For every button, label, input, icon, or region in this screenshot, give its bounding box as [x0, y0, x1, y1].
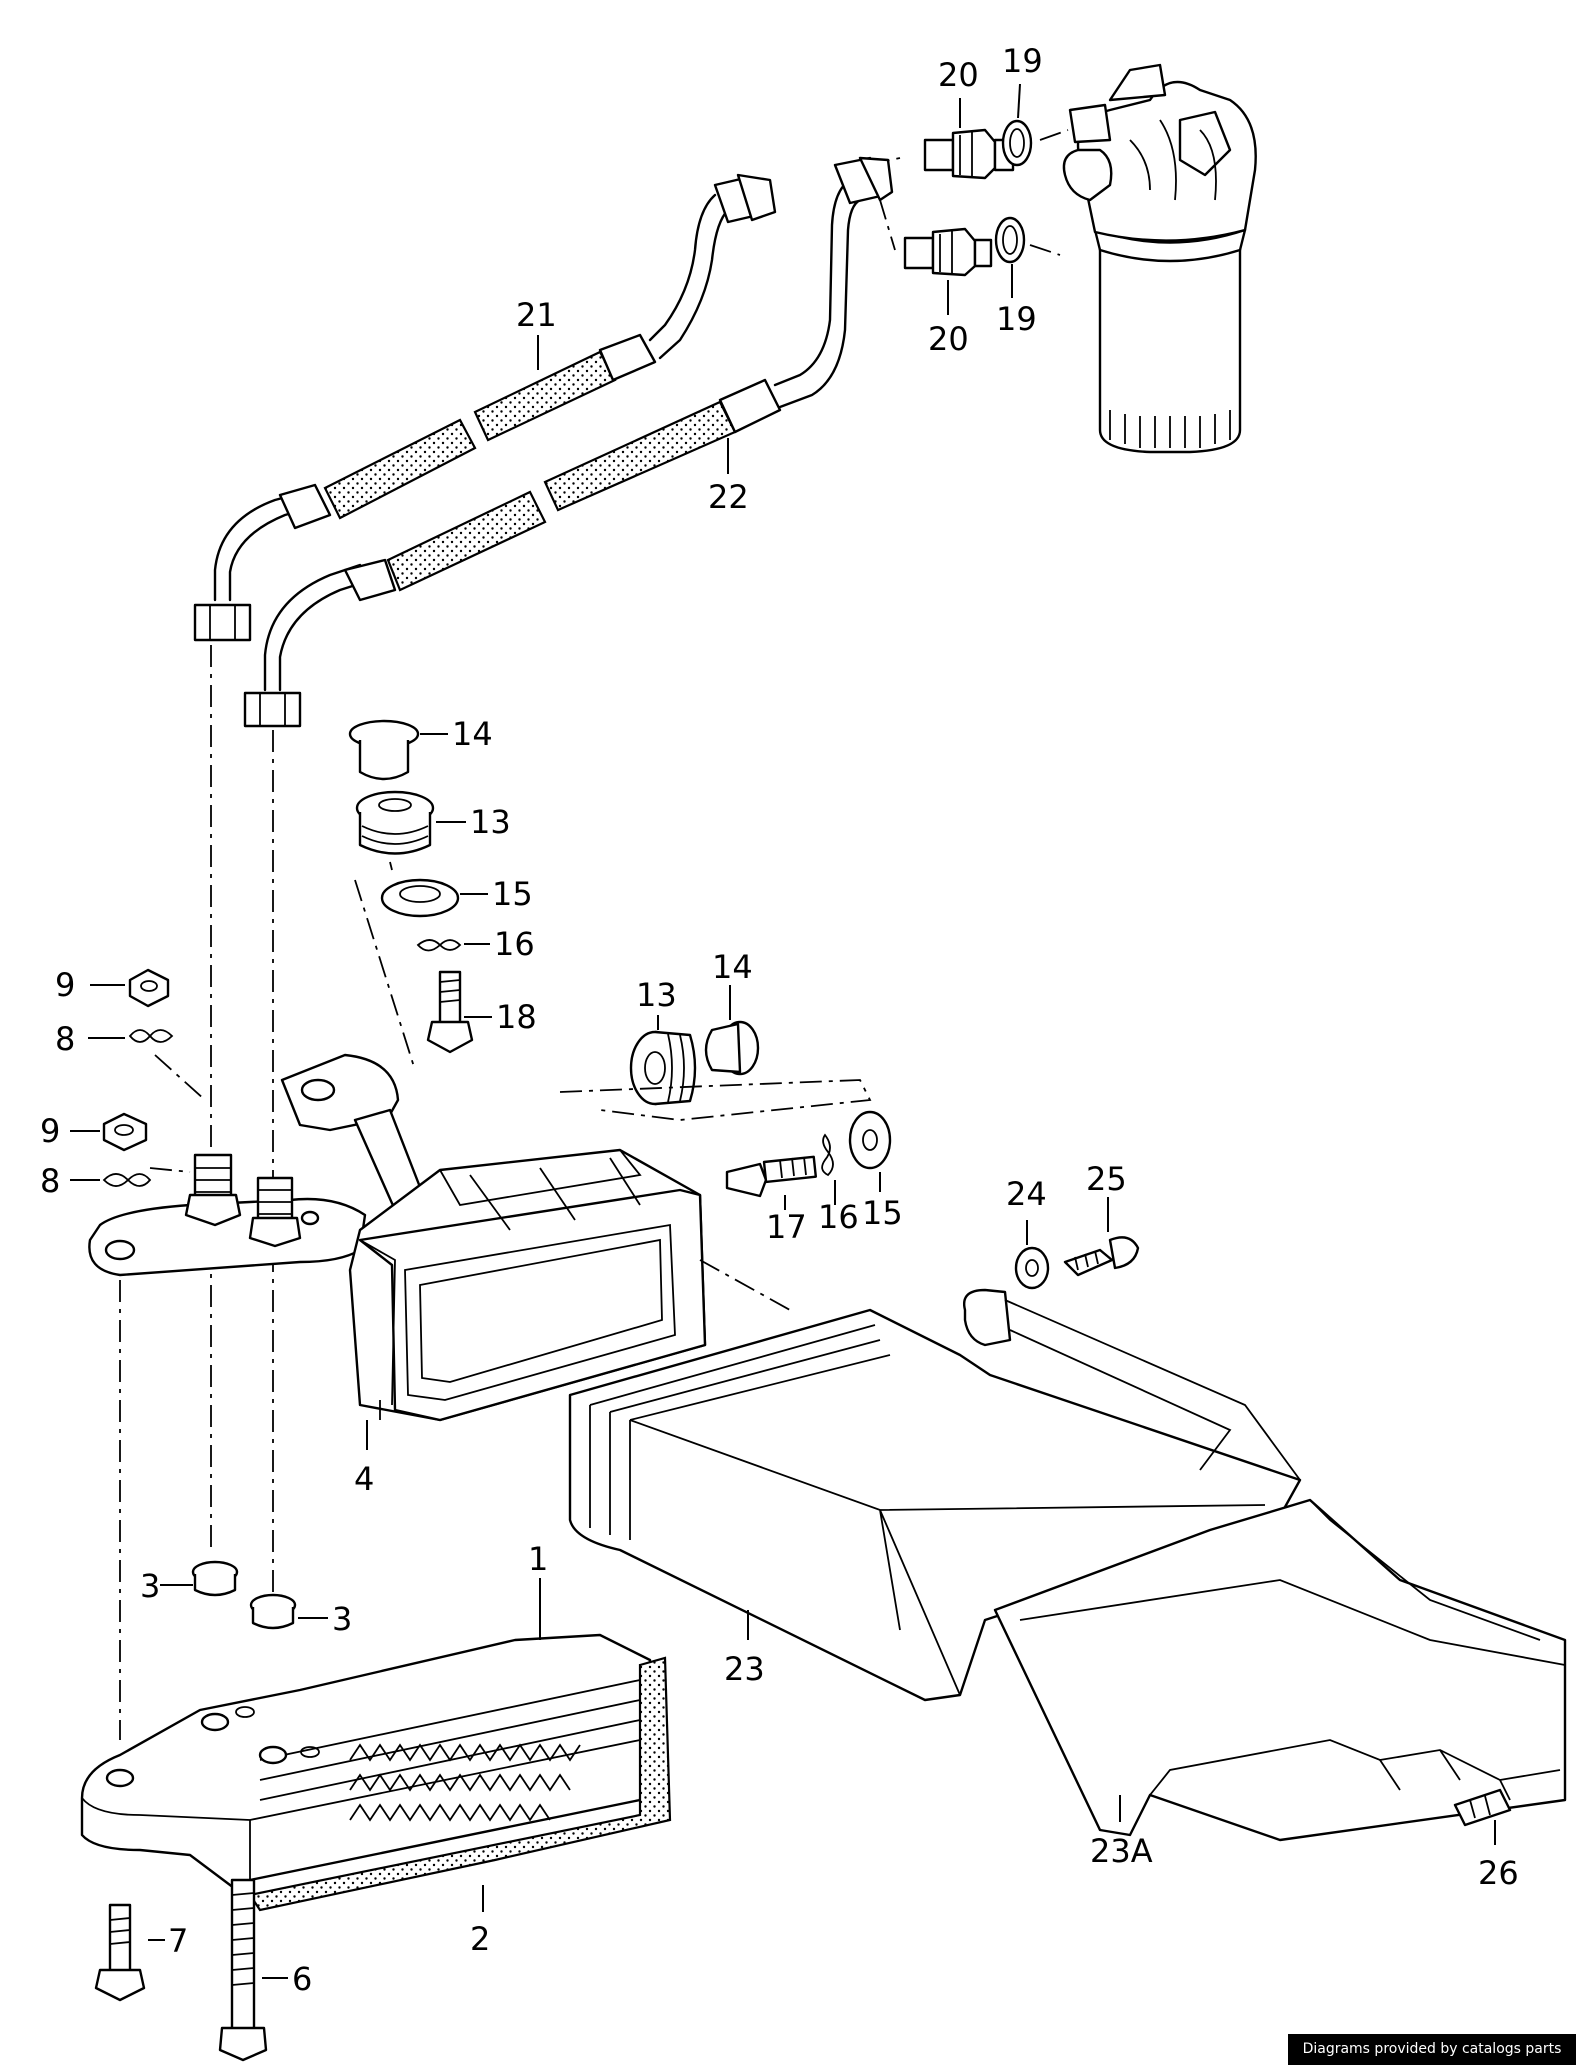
grommet-3-right — [249, 1593, 297, 1630]
callout-18: 18 — [496, 998, 537, 1036]
washer-15-right — [848, 1110, 892, 1170]
callout-4: 4 — [354, 1460, 374, 1498]
leader-lines — [70, 83, 1496, 1979]
hex-nut-9-lower — [102, 1112, 148, 1152]
seal-ring-lower — [994, 216, 1026, 264]
callout-23A: 23A — [1090, 1832, 1153, 1870]
bolt-7 — [94, 1903, 146, 2002]
air-duct-4 — [348, 1148, 707, 1422]
hex-nut-9-upper — [128, 968, 170, 1008]
oil-filter-assembly — [1062, 63, 1257, 454]
callout-13-upper: 13 — [470, 803, 511, 841]
clip-26 — [1453, 1788, 1512, 1827]
callout-20-lower: 20 — [928, 320, 969, 358]
bolt-18 — [426, 970, 474, 1054]
seal-ring-upper — [1001, 119, 1033, 167]
callout-3-left: 3 — [140, 1567, 160, 1605]
bushing-14-right — [704, 1020, 760, 1076]
callout-7: 7 — [168, 1922, 188, 1960]
lock-washer-16-upper — [416, 939, 462, 952]
bolt-6 — [218, 1878, 268, 2062]
oil-cooler-1 — [80, 1633, 652, 1902]
callout-2: 2 — [470, 1920, 490, 1958]
callout-16-upper: 16 — [494, 925, 535, 963]
lock-washer-8-lower — [102, 1173, 152, 1187]
bracket-arm — [280, 1053, 427, 1212]
bushing-14-upper — [348, 719, 420, 781]
air-duct-23A — [993, 1498, 1567, 1842]
callout-14-right: 14 — [712, 948, 753, 986]
callout-15-upper: 15 — [492, 875, 533, 913]
callout-16-right: 16 — [818, 1198, 859, 1236]
union-fitting-lower — [903, 227, 993, 277]
grommet-3-left — [191, 1560, 239, 1597]
oil-line-21 — [193, 173, 777, 642]
callout-15-right: 15 — [862, 1194, 903, 1232]
callout-19-upper: 19 — [1002, 42, 1043, 80]
callout-6: 6 — [292, 1960, 312, 1998]
nipple-fitting-right — [248, 1176, 302, 1248]
nipple-fitting-left — [184, 1153, 242, 1227]
washer-15-upper — [380, 878, 460, 918]
union-fitting-upper — [923, 128, 1015, 180]
callout-21: 21 — [516, 296, 557, 334]
grommet-13-upper — [355, 790, 435, 855]
callout-8-upper: 8 — [55, 1020, 75, 1058]
callout-9-lower: 9 — [40, 1112, 60, 1150]
callout-22: 22 — [708, 478, 749, 516]
callout-23: 23 — [724, 1650, 765, 1688]
callout-1: 1 — [528, 1540, 548, 1578]
callout-13-right: 13 — [636, 976, 677, 1014]
oil-line-22 — [243, 156, 894, 728]
diagram-credit-badge: Diagrams provided by catalogs parts — [1288, 2034, 1576, 2065]
lock-washer-16-right — [821, 1133, 834, 1177]
callout-24: 24 — [1006, 1175, 1047, 1213]
callout-17: 17 — [766, 1208, 807, 1246]
air-duct-23 — [568, 1288, 1302, 1702]
lock-washer-8-upper — [128, 1029, 174, 1043]
callout-20-upper: 20 — [938, 56, 979, 94]
callout-26: 26 — [1478, 1854, 1519, 1892]
callout-25: 25 — [1086, 1160, 1127, 1198]
washer-24 — [1014, 1246, 1050, 1290]
callout-8-lower: 8 — [40, 1162, 60, 1200]
callout-19-lower: 19 — [996, 300, 1037, 338]
callout-labels: 20 19 20 19 21 22 14 13 15 16 18 9 8 9 8… — [40, 42, 1519, 1998]
callout-14-upper: 14 — [452, 715, 493, 753]
grommet-13-right — [629, 1030, 697, 1106]
callout-9-upper: 9 — [55, 966, 75, 1004]
gasket-2 — [248, 1656, 672, 1912]
screw-25 — [1063, 1236, 1140, 1277]
callout-3-right: 3 — [332, 1600, 352, 1638]
bolt-17 — [725, 1155, 818, 1198]
